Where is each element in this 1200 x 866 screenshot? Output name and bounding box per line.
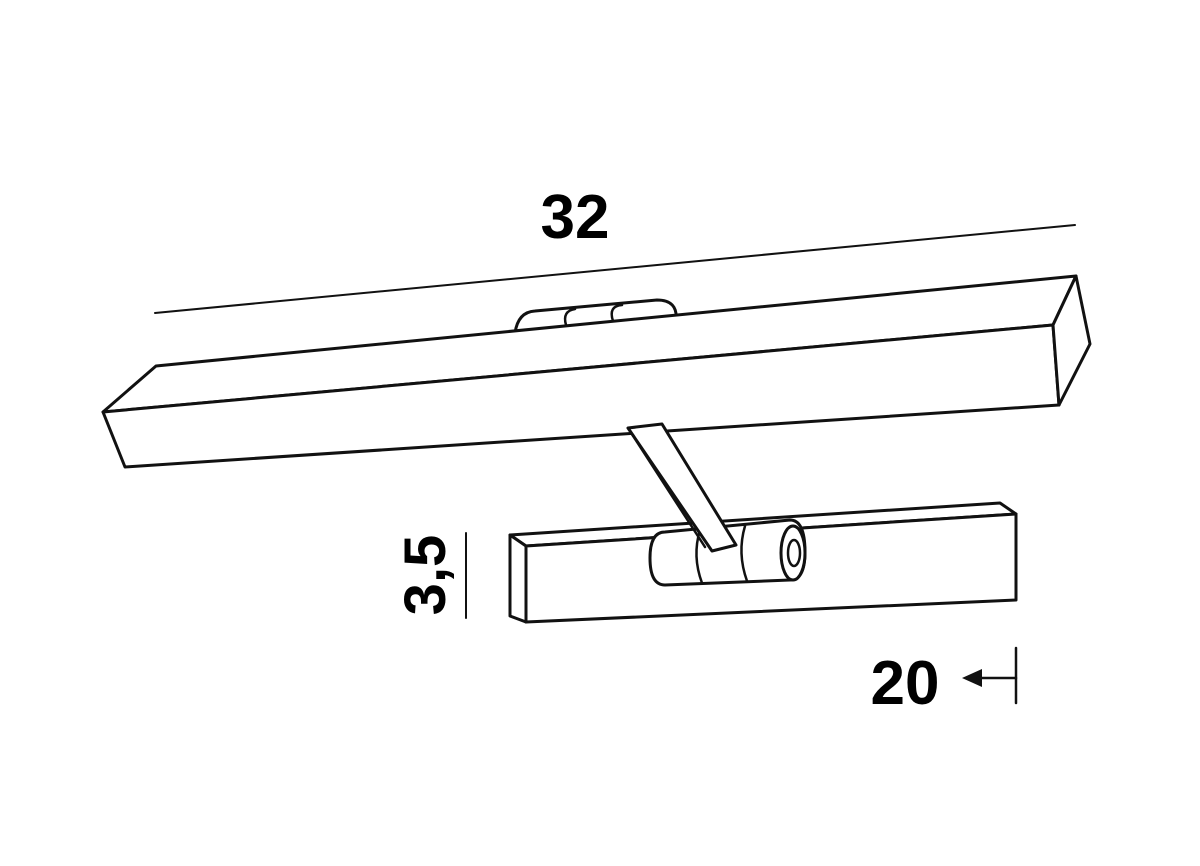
base-hinge-cylinders	[648, 518, 807, 587]
depth-dimension-arrow	[962, 646, 1018, 705]
hinge-end-cap	[779, 524, 807, 582]
depth-dimension-label: 20	[871, 649, 940, 718]
length-dimension-label: 32	[541, 183, 610, 252]
connecting-arm	[626, 422, 738, 553]
height-dimension-label: 3,5	[393, 535, 458, 616]
light-bar	[101, 274, 1092, 469]
length-dimension-line	[154, 224, 1076, 314]
